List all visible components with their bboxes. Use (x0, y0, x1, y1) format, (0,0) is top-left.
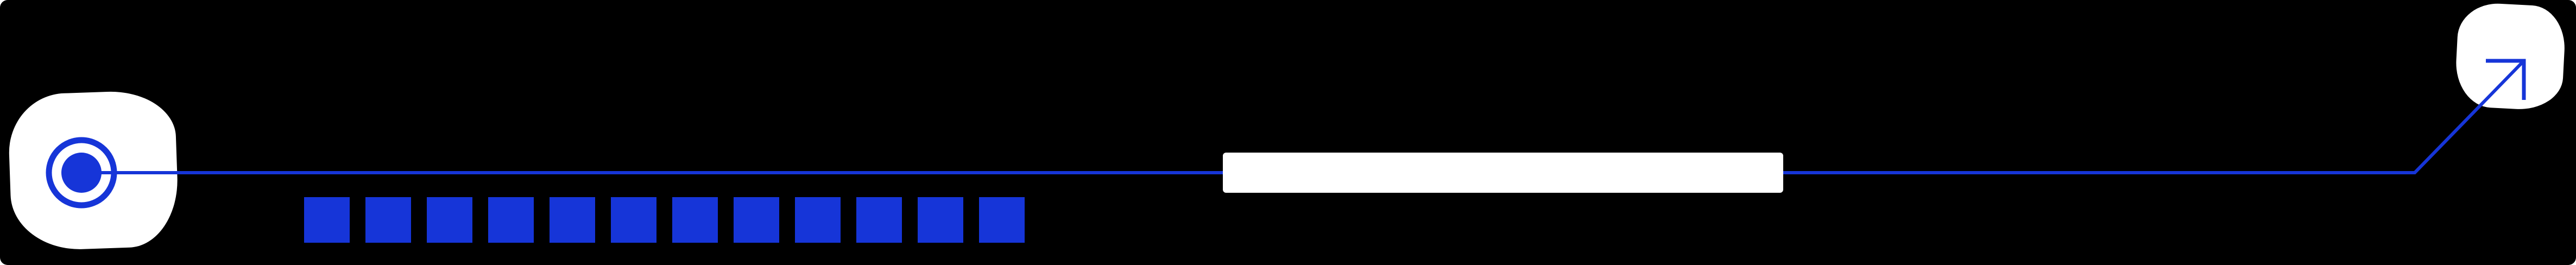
dash-square (304, 197, 350, 243)
pixel-dashes (304, 197, 1025, 243)
start-node-ring (46, 137, 117, 209)
trend-line (81, 60, 2524, 174)
arrow-up-right-icon (2486, 59, 2526, 100)
dash-square (488, 197, 534, 243)
dash-square (550, 197, 595, 243)
dash-square (979, 197, 1025, 243)
dash-square (856, 197, 902, 243)
dash-square (427, 197, 472, 243)
dash-square (611, 197, 656, 243)
start-node-dot (61, 153, 102, 193)
dash-square (734, 197, 779, 243)
highlight-bar (1223, 153, 1783, 193)
dash-square (672, 197, 718, 243)
dash-square (918, 197, 963, 243)
dash-square (795, 197, 841, 243)
dash-square (365, 197, 411, 243)
